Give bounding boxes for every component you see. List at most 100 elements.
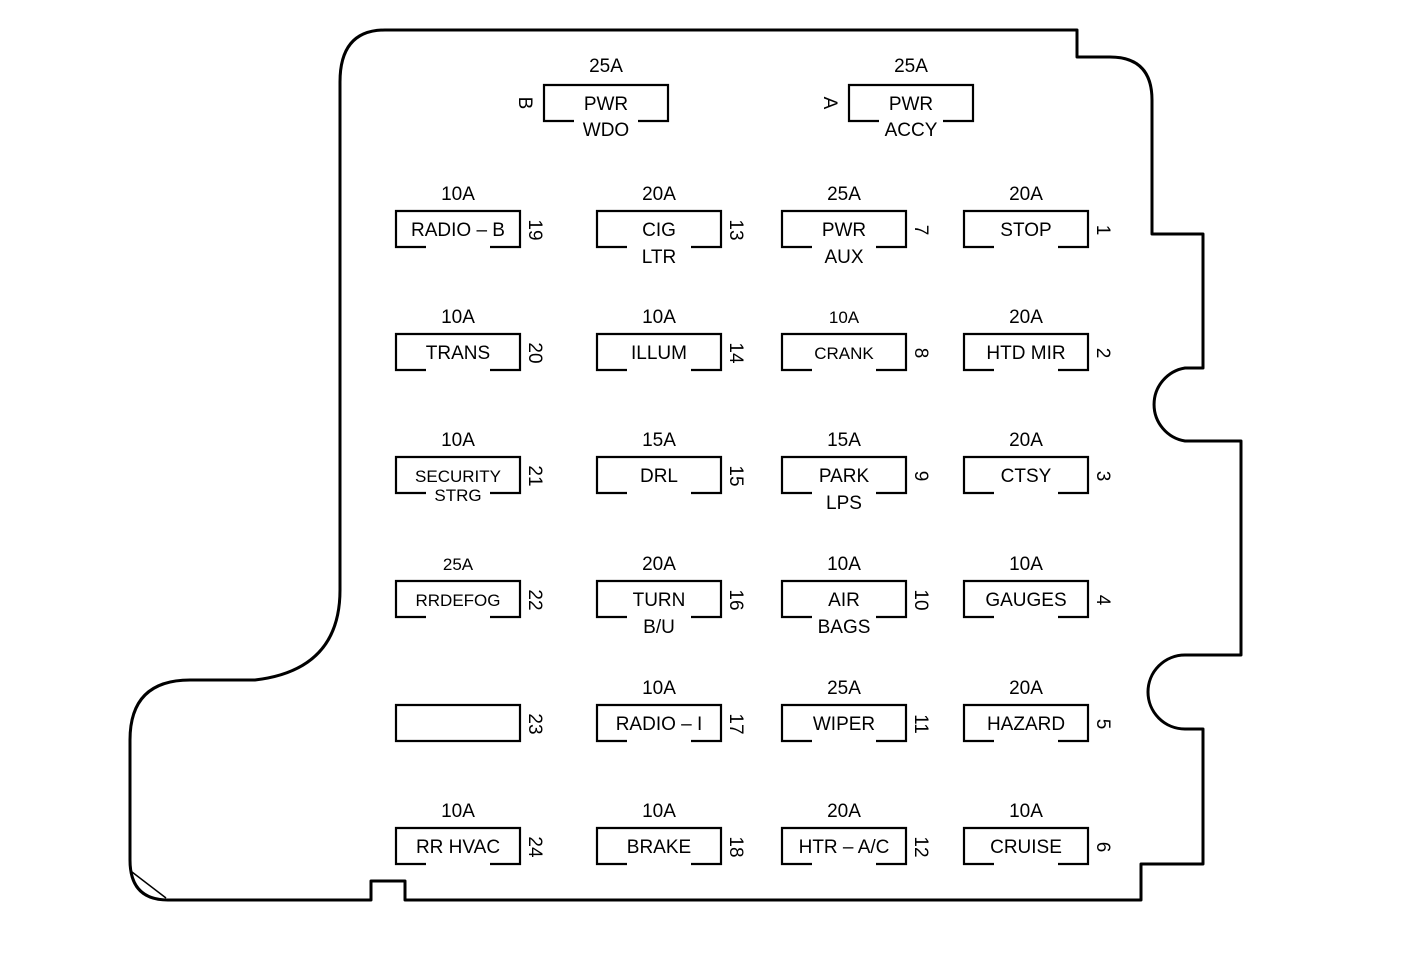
fuse-rating: 10A	[441, 184, 475, 205]
fuse-outline	[780, 332, 908, 372]
fuse-number: 18	[725, 836, 746, 857]
fuse-rating: 10A	[829, 308, 860, 327]
fuse-outline	[780, 703, 908, 743]
fuse-label-line2: LTR	[642, 247, 676, 268]
fuse-label-line1: HAZARD	[987, 714, 1065, 735]
fuse-label-line2: ACCY	[885, 120, 938, 141]
fuse-label-line2: BAGS	[818, 617, 871, 638]
fuse-label-line1: CRANK	[814, 344, 874, 363]
fuse-rating: 20A	[1009, 678, 1043, 699]
fuse-rating: 25A	[443, 555, 474, 574]
fuse-label-line1: CRUISE	[990, 837, 1062, 858]
fuse-number: 24	[524, 836, 545, 858]
fuse-label-line1: STOP	[1000, 220, 1051, 241]
fuse-label-line1: PARK	[819, 466, 870, 487]
fuse-label-line2: B/U	[643, 617, 675, 638]
fuse-rating: 25A	[894, 56, 928, 77]
fuse-label-line1: WIPER	[813, 714, 875, 735]
fuse-outline	[595, 209, 723, 249]
fuse-number: 22	[524, 589, 545, 610]
fuse-outline	[595, 579, 723, 619]
fuse-number: 15	[725, 465, 746, 486]
fuse-outline	[962, 579, 1090, 619]
fuse-outline	[780, 826, 908, 866]
fuse-rating: 10A	[441, 801, 475, 822]
fuse-label-line1: TURN	[633, 590, 686, 611]
fuse-rating: 20A	[827, 801, 861, 822]
fuse-rating: 10A	[1009, 554, 1043, 575]
fuse-outline	[394, 455, 522, 495]
fuse-rating: 25A	[827, 678, 861, 699]
fuse-number: 9	[910, 471, 931, 482]
fuse-number: 2	[1092, 348, 1113, 359]
fuse-label-line1: AIR	[828, 590, 860, 611]
fuse-label-line1: HTR – A/C	[799, 837, 890, 858]
fuse-label-line1: RRDEFOG	[416, 591, 501, 610]
fuse-label-line2: AUX	[824, 247, 863, 268]
fuse-outline	[595, 826, 723, 866]
fuse-17: 10A RADIO – I 17	[595, 678, 746, 743]
fuse-a: 25A PWR ACCY A	[819, 56, 975, 141]
fuse-rating: 10A	[441, 307, 475, 328]
fuse-number: 16	[725, 589, 746, 610]
fuse-number: 14	[725, 342, 746, 364]
fuse-14: 10A ILLUM 14	[595, 307, 746, 372]
fuse-outline	[780, 579, 908, 619]
fuse-label-line1: CTSY	[1001, 466, 1052, 487]
fuse-rating: 25A	[589, 56, 623, 77]
fuse-number: 19	[524, 219, 545, 240]
fuse-number: 1	[1092, 225, 1113, 236]
fuse-label-line2: LPS	[826, 493, 862, 514]
fuse-label-line1: DRL	[640, 466, 678, 487]
fuse-rating: 15A	[642, 430, 676, 451]
fuse-number: 11	[910, 714, 931, 734]
fuse-rating: 10A	[642, 307, 676, 328]
fuse-label-line1: SECURITY	[415, 467, 501, 486]
fuse-rating: 10A	[642, 678, 676, 699]
fuse-number: 17	[725, 713, 746, 734]
fuse-number: 20	[524, 342, 545, 363]
fuse-outline	[394, 579, 522, 619]
fuse-outline	[394, 703, 522, 743]
fuse-outline	[394, 209, 522, 249]
fuse-rating: 10A	[827, 554, 861, 575]
fuse-outline	[962, 703, 1090, 743]
fuse-rating: 10A	[441, 430, 475, 451]
fuse-label-line1: RADIO – I	[616, 714, 703, 735]
fuse-outline	[542, 83, 670, 123]
fuse-label-line1: PWR	[584, 94, 628, 115]
fuse-22: 25A RRDEFOG 22	[394, 555, 545, 619]
fuse-label-line1: GAUGES	[985, 590, 1066, 611]
fuse-rating: 10A	[642, 801, 676, 822]
fuse-rating: 25A	[827, 184, 861, 205]
fuse-outline	[394, 826, 522, 866]
fuse-label-line1: CIG	[642, 220, 676, 241]
fuse-id-letter: A	[819, 97, 840, 110]
fuse-label-line1: RR HVAC	[416, 837, 500, 858]
fuse-outline	[780, 455, 908, 495]
fuse-outline	[595, 332, 723, 372]
fuse-label-line1: PWR	[889, 94, 933, 115]
fuse-label-line1: ILLUM	[631, 343, 687, 364]
fuse-outline	[847, 83, 975, 123]
fuse-label-line2: STRG	[434, 486, 481, 505]
fuse-11: 25A WIPER 11	[780, 678, 931, 743]
fuse-label-line1: BRAKE	[627, 837, 691, 858]
